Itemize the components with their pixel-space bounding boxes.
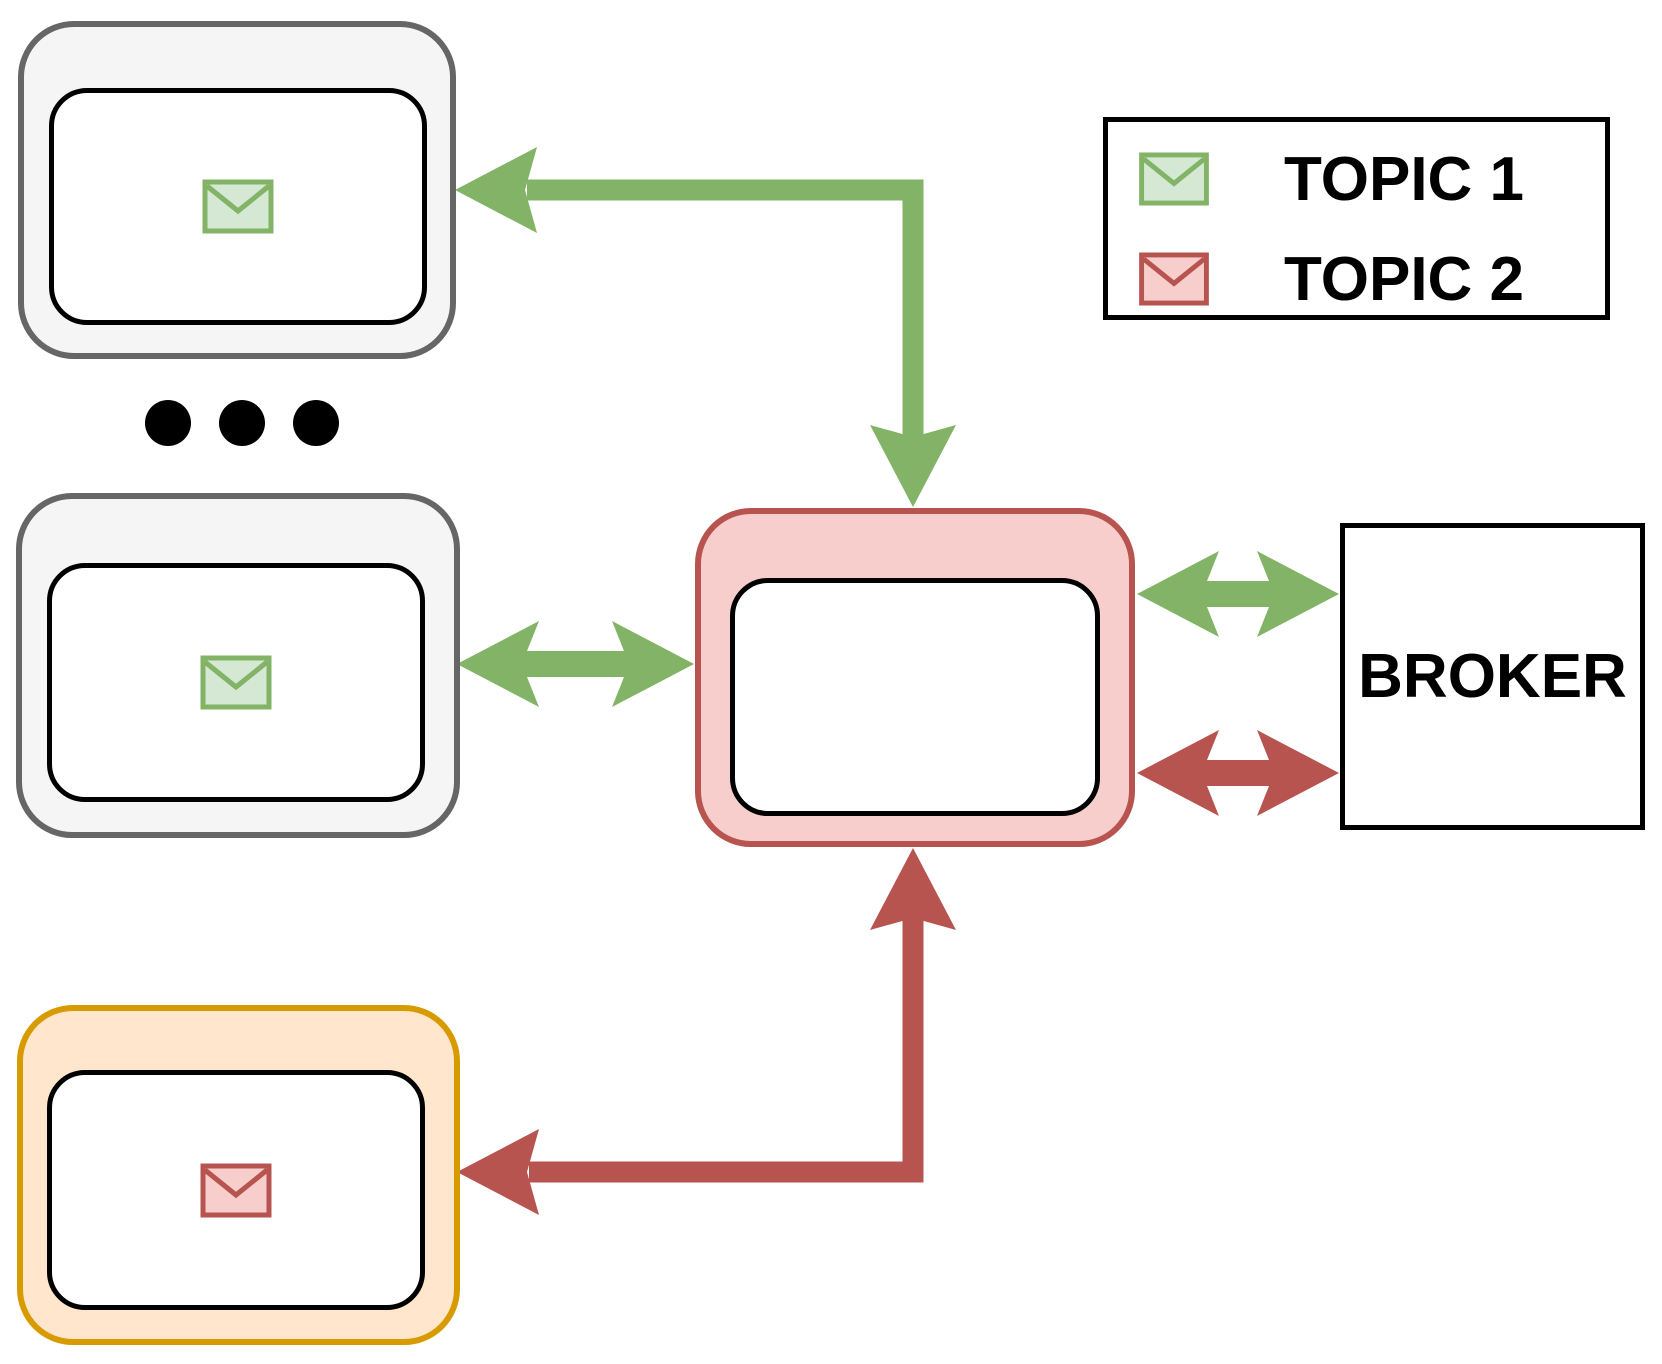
- envelope-topic2-icon: [1139, 252, 1209, 306]
- envelope-topic1-icon: [202, 179, 274, 234]
- connector-topic1-elbow: [455, 147, 956, 507]
- legend-row-topic1: TOPIC 1: [1138, 145, 1524, 214]
- consumer-node-bottom: [17, 1005, 460, 1345]
- legend-row-topic2: TOPIC 2: [1138, 245, 1524, 314]
- envelope-topic1-icon: [1139, 152, 1209, 206]
- consumer-node-top: [18, 21, 456, 359]
- dot-icon: [219, 400, 265, 446]
- legend-label-topic1: TOPIC 1: [1284, 144, 1525, 214]
- connector-topic1-double-arrow-left: [457, 621, 694, 707]
- relay-node: [695, 508, 1135, 847]
- legend: TOPIC 1 TOPIC 2: [1103, 117, 1610, 320]
- connector-topic2-double-arrow-broker: [1137, 730, 1339, 816]
- node-inner-panel: [47, 563, 425, 802]
- dot-icon: [145, 400, 191, 446]
- broker-label: BROKER: [1358, 642, 1627, 711]
- legend-label-topic2: TOPIC 2: [1284, 244, 1525, 314]
- dot-icon: [293, 400, 339, 446]
- envelope-topic1-icon: [200, 655, 272, 710]
- broker-node: BROKER: [1340, 523, 1645, 830]
- node-inner-panel: [730, 578, 1100, 816]
- node-inner-panel: [47, 1070, 425, 1310]
- connector-topic1-double-arrow-broker: [1137, 551, 1339, 637]
- node-inner-panel: [49, 88, 427, 325]
- envelope-topic2-icon: [200, 1163, 272, 1217]
- consumer-node-middle: [16, 493, 460, 838]
- connector-topic2-elbow: [457, 848, 956, 1215]
- ellipsis-dots-icon: [145, 400, 339, 446]
